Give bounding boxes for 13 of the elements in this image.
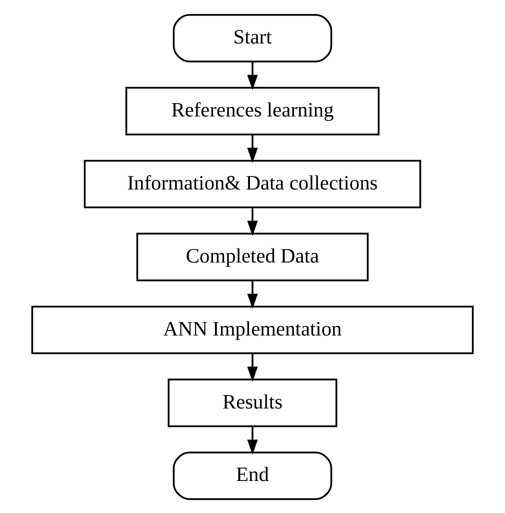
node-box: ANN Implementation	[31, 305, 474, 354]
node-box: Information& Data collections	[84, 159, 422, 208]
node-box: Start	[172, 13, 332, 62]
arrow	[247, 280, 258, 308]
node-box: Completed Data	[136, 232, 369, 281]
node-box: References learning	[125, 86, 380, 135]
node-box: Results	[168, 378, 338, 427]
arrow	[247, 134, 258, 162]
arrow	[247, 353, 258, 382]
arrow	[247, 61, 258, 90]
arrow	[247, 207, 258, 236]
arrow	[247, 426, 258, 454]
node-box: End	[172, 451, 332, 500]
